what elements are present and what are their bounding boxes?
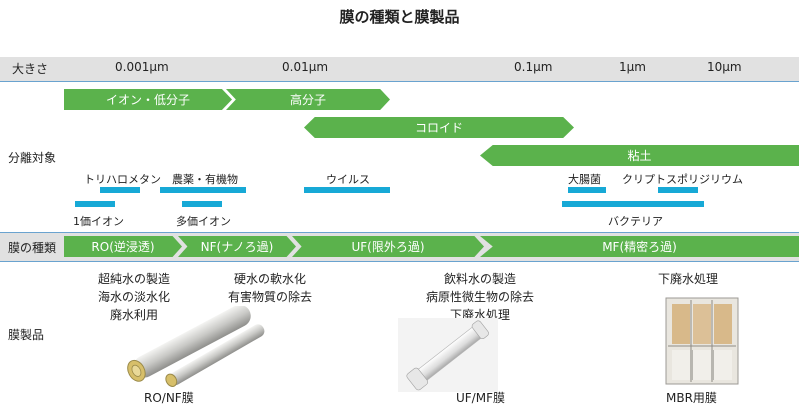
page-title: 膜の種類と膜製品	[339, 8, 460, 26]
ro-nf-membrane-image	[127, 306, 265, 387]
ufmf-uses: 飲料水の製造 病原性微生物の除去 下廃水処理	[410, 270, 550, 324]
nf-use-2: 有害物質の除去	[227, 290, 312, 304]
bacteria-bar	[562, 201, 704, 207]
monovalent-ion-bar	[75, 201, 115, 207]
ro-use-1: 超純水の製造	[97, 272, 170, 286]
scale-tick-0001: 0.001μm	[115, 60, 169, 74]
target-monovalent-ion-label: 1価イオン	[73, 215, 124, 228]
polymer-bar: 高分子	[226, 89, 390, 110]
clay-bar: 粘土	[480, 145, 799, 166]
scale-tick-10: 10μm	[707, 60, 742, 74]
colloid-bar: コロイド	[304, 117, 574, 138]
target-cryptosporidium-label: クリプトスポリジリウム	[622, 173, 743, 186]
uf-membrane-bar: UF(限外ろ過)	[292, 236, 484, 257]
ufmf-use-2: 病原性微生物の除去	[425, 290, 534, 304]
ufmf-use-1: 飲料水の製造	[443, 272, 516, 286]
products-row-label: 膜製品	[8, 328, 45, 342]
nf-membrane-bar: NF(ナノろ過)	[178, 236, 296, 257]
scale-tick-1: 1μm	[619, 60, 646, 74]
scale-tick-01: 0.1μm	[514, 60, 553, 74]
virus-bar	[304, 187, 390, 193]
mbr-product-label: MBR用膜	[666, 391, 717, 405]
target-virus-label: ウイルス	[326, 173, 370, 186]
uf-mf-membrane-image	[398, 318, 498, 392]
ronf-product-label: RO/NF膜	[144, 391, 194, 405]
size-row-band	[0, 57, 799, 81]
target-ecoli-label: 大腸菌	[568, 173, 601, 186]
multivalent-ion-bar	[182, 201, 222, 207]
target-bacteria-label: バクテリア	[608, 215, 663, 228]
target-pesticides-label: 農薬・有機物	[172, 173, 238, 186]
mbr-uses: 下廃水処理	[640, 270, 736, 288]
nf-use-1: 硬水の軟水化	[233, 272, 306, 286]
mbr-module-image	[665, 297, 739, 385]
nf-uses: 硬水の軟水化 有害物質の除去	[218, 270, 322, 306]
ion-lowmolecule-bar: イオン・低分子	[64, 89, 232, 110]
trihalomethane-bar	[100, 187, 140, 193]
ecoli-bar	[568, 187, 606, 193]
separation-row-label: 分離対象	[8, 151, 57, 165]
size-row-label: 大きさ	[12, 62, 49, 76]
pesticides-bar	[160, 187, 246, 193]
divider-line	[0, 232, 799, 233]
divider-line	[0, 261, 799, 262]
mbr-use-1: 下廃水処理	[657, 272, 718, 286]
cryptosporidium-bar	[658, 187, 698, 193]
ro-use-2: 海水の淡水化	[97, 290, 170, 304]
divider-line	[0, 81, 799, 82]
ufmf-product-label: UF/MF膜	[456, 391, 505, 405]
target-multivalent-ion-label: 多価イオン	[176, 215, 231, 228]
ro-membrane-bar: RO(逆浸透)	[64, 236, 182, 257]
scale-tick-001: 0.01μm	[282, 60, 329, 74]
ro-use-3: 廃水利用	[109, 308, 158, 322]
ro-uses: 超純水の製造 海水の淡水化 廃水利用	[86, 270, 182, 324]
mf-membrane-bar: MF(精密ろ過)	[480, 236, 799, 257]
target-trihalomethane-label: トリハロメタン	[84, 173, 161, 186]
membrane-row-label: 膜の種類	[8, 241, 57, 255]
